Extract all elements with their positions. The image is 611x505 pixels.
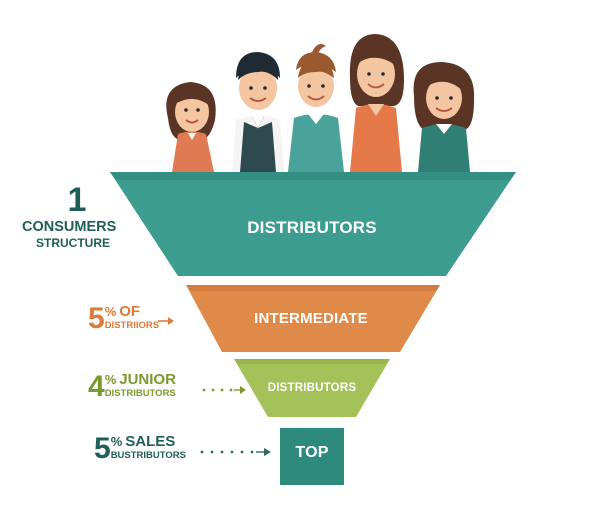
person-boy-tuft-icon — [288, 44, 344, 172]
tier-2-label: INTERMEDIATE — [254, 310, 368, 327]
people-illustration — [166, 34, 475, 172]
arrow-right-icon — [158, 317, 174, 325]
arrow-right-icon — [200, 448, 271, 456]
funnel-tier-1 — [110, 172, 516, 276]
person-woman-orange-icon — [349, 34, 404, 172]
person-girl-left-icon — [166, 82, 216, 172]
side-label-3-sub: DISTRIBUTORS — [104, 388, 176, 399]
side-label-sales-distributors: 5 % SALES BUSTRIBUTORS — [94, 434, 186, 464]
side-label-4-percent: % — [110, 434, 123, 449]
side-label-1-number: 1 — [67, 181, 87, 219]
side-label-4-word: SALES — [125, 433, 176, 450]
side-label-2-sub: DISTRIIORS — [104, 320, 160, 331]
funnel-tier-3 — [234, 359, 390, 417]
side-label-4-number: 5 — [94, 432, 111, 465]
tier-4-label: TOP — [295, 444, 329, 461]
person-boy-vest-icon — [232, 52, 284, 172]
side-label-3-percent: % — [104, 372, 117, 387]
side-label-3-word: JUNIOR — [119, 371, 176, 388]
funnel-tier-2 — [186, 285, 440, 352]
side-label-junior-distributors: 4 % JUNIOR DISTRIBUTORS — [88, 372, 176, 402]
person-girl-right-icon — [413, 62, 475, 172]
tier-1-label: DISTRIBUTORS — [247, 218, 377, 237]
side-label-1-line1: CONSUMERS — [22, 219, 117, 235]
side-label-2-number: 5 — [88, 302, 105, 335]
side-label-2-percent: % — [104, 304, 117, 319]
side-label-consumers: 1 CONSUMERS STRUCTURE — [22, 183, 132, 251]
funnel-tier-4 — [280, 428, 344, 485]
side-label-1-line2: STRUCTURE — [36, 236, 110, 250]
side-label-4-sub: BUSTRIBUTORS — [110, 450, 186, 461]
side-label-2-word: OF — [119, 303, 141, 320]
side-label-3-number: 4 — [88, 370, 105, 403]
tier-3-label: DISTRIBUTORS — [267, 382, 357, 394]
side-label-of-distributors: 5 % OF DISTRIIORS — [88, 304, 159, 334]
arrow-right-icon — [202, 386, 246, 394]
